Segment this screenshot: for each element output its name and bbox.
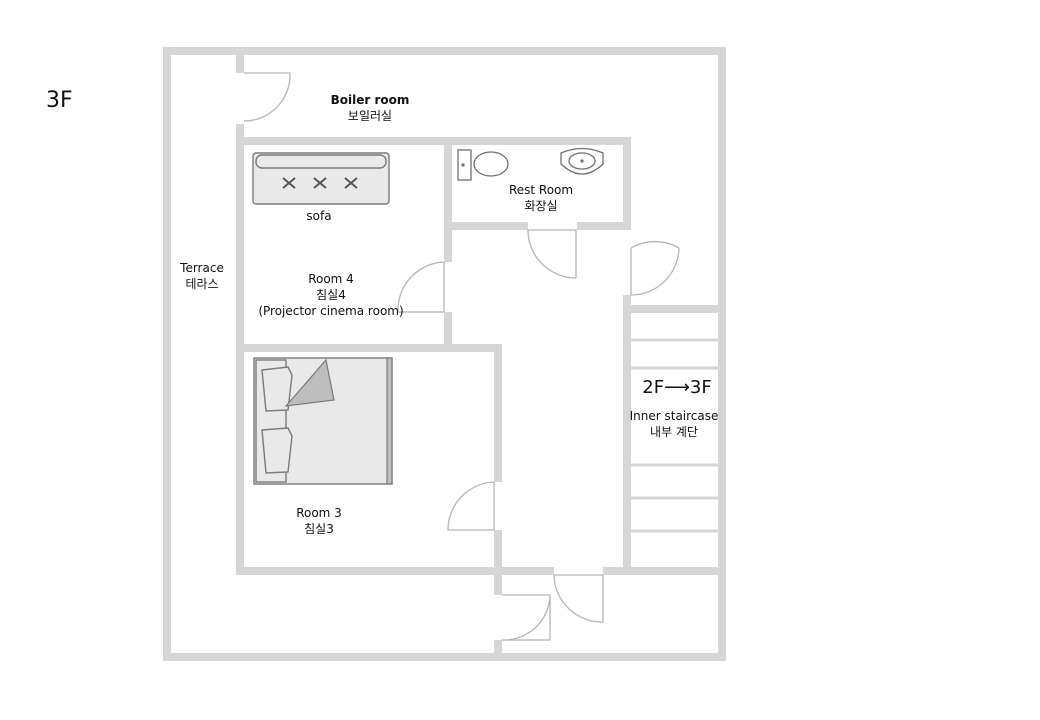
- boiler-room-name-en: Boiler room: [330, 93, 410, 107]
- restroom-bottom-wall-right: [577, 222, 631, 230]
- floor-title: 3F: [46, 88, 73, 113]
- bed: [253, 357, 393, 485]
- room4-bottom-wall: [236, 344, 502, 352]
- room4-name-en: Room 4: [308, 272, 354, 286]
- room4-door: [397, 261, 445, 313]
- terrace-name-en: Terrace: [180, 261, 224, 275]
- room3-name-en: Room 3: [296, 506, 342, 520]
- boiler-room-wall: [236, 137, 631, 145]
- sink: [560, 147, 604, 175]
- restroom-name-en: Rest Room: [508, 183, 574, 197]
- staircase-name-en: Inner staircase: [629, 409, 719, 423]
- restroom-right-wall: [623, 137, 631, 229]
- terrace-wall-top: [236, 55, 244, 73]
- staircase-door: [630, 241, 680, 296]
- outer-wall-top: [163, 47, 726, 55]
- room3-door: [447, 481, 495, 531]
- staircase-range: 2F⟶3F: [642, 377, 712, 398]
- boiler-room-label: Boiler room 보일러실: [300, 92, 440, 124]
- outer-wall-right: [718, 47, 726, 661]
- restroom-bottom-wall-left: [444, 222, 528, 230]
- outer-wall-bottom: [163, 653, 726, 661]
- bottom-left-door: [501, 594, 551, 641]
- toilet: [457, 149, 509, 181]
- room4-right-wall-upper: [444, 137, 452, 262]
- outer-wall-left: [163, 47, 171, 661]
- room3-right-wall-lower: [494, 530, 502, 575]
- restroom-label: Rest Room 화장실: [481, 182, 601, 214]
- terrace-name-ko: 테라스: [185, 277, 219, 291]
- bottom-corridor-divider-b: [494, 640, 502, 661]
- sofa-text: sofa: [306, 209, 332, 223]
- bottom-corridor-wall-right: [603, 567, 726, 575]
- room3-name-ko: 침실3: [304, 522, 334, 536]
- terrace-label: Terrace 테라스: [172, 260, 232, 292]
- room4-note: (Projector cinema room): [258, 304, 404, 318]
- bottom-corridor-door: [553, 574, 604, 623]
- staircase-top-wall: [623, 305, 726, 313]
- sofa: [252, 152, 390, 205]
- room4-right-wall-lower: [444, 312, 452, 352]
- staircase-name-ko: 내부 계단: [650, 425, 698, 439]
- bottom-corridor-divider-a: [494, 575, 502, 595]
- room4-name-ko: 침실4: [316, 288, 346, 302]
- restroom-door: [527, 229, 577, 279]
- staircase-label: Inner staircase 내부 계단: [619, 408, 729, 440]
- room3-label: Room 3 침실3: [279, 505, 359, 537]
- restroom-name-ko: 화장실: [524, 199, 558, 213]
- sofa-label: sofa: [289, 208, 349, 224]
- staircase-treads: [631, 338, 718, 533]
- room3-right-wall-upper: [494, 344, 502, 482]
- room4-label: Room 4 침실4 (Projector cinema room): [246, 271, 416, 319]
- boiler-room-name-ko: 보일러실: [347, 109, 393, 123]
- bottom-corridor-wall-left: [236, 567, 554, 575]
- staircase-left-wall: [623, 295, 631, 575]
- boiler-room-door: [243, 72, 291, 122]
